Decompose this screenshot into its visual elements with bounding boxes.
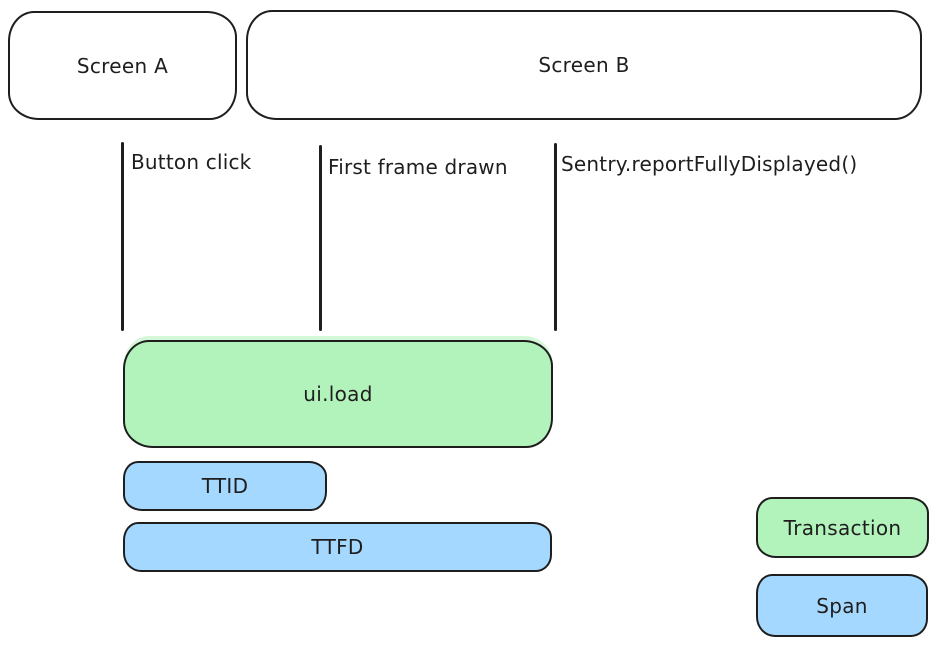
button-click-marker-line bbox=[121, 142, 124, 331]
report-fully-displayed-marker-line bbox=[554, 143, 557, 331]
first-frame-drawn-label: First frame drawn bbox=[328, 155, 508, 179]
ttid-span-bar: TTID bbox=[123, 461, 327, 511]
ttid-label: TTID bbox=[201, 474, 249, 498]
legend-span-label: Span bbox=[816, 593, 868, 618]
button-click-label: Button click bbox=[131, 150, 252, 174]
screen-b-label: Screen B bbox=[538, 53, 630, 77]
screen-a-label: Screen A bbox=[76, 53, 169, 78]
ui-load-transaction-bar: ui.load bbox=[123, 340, 553, 448]
legend-span-swatch: Span bbox=[756, 574, 928, 637]
screen-a-box: Screen A bbox=[8, 11, 237, 120]
ttfd-label: TTFD bbox=[311, 535, 364, 559]
ttfd-span-bar: TTFD bbox=[123, 522, 552, 572]
report-fully-displayed-label: Sentry.reportFullyDisplayed() bbox=[561, 152, 858, 176]
ui-load-label: ui.load bbox=[303, 382, 373, 406]
legend-transaction-swatch: Transaction bbox=[756, 497, 929, 558]
legend-transaction-label: Transaction bbox=[783, 515, 902, 540]
first-frame-drawn-marker-line bbox=[319, 145, 322, 331]
screen-b-box: Screen B bbox=[246, 10, 922, 120]
